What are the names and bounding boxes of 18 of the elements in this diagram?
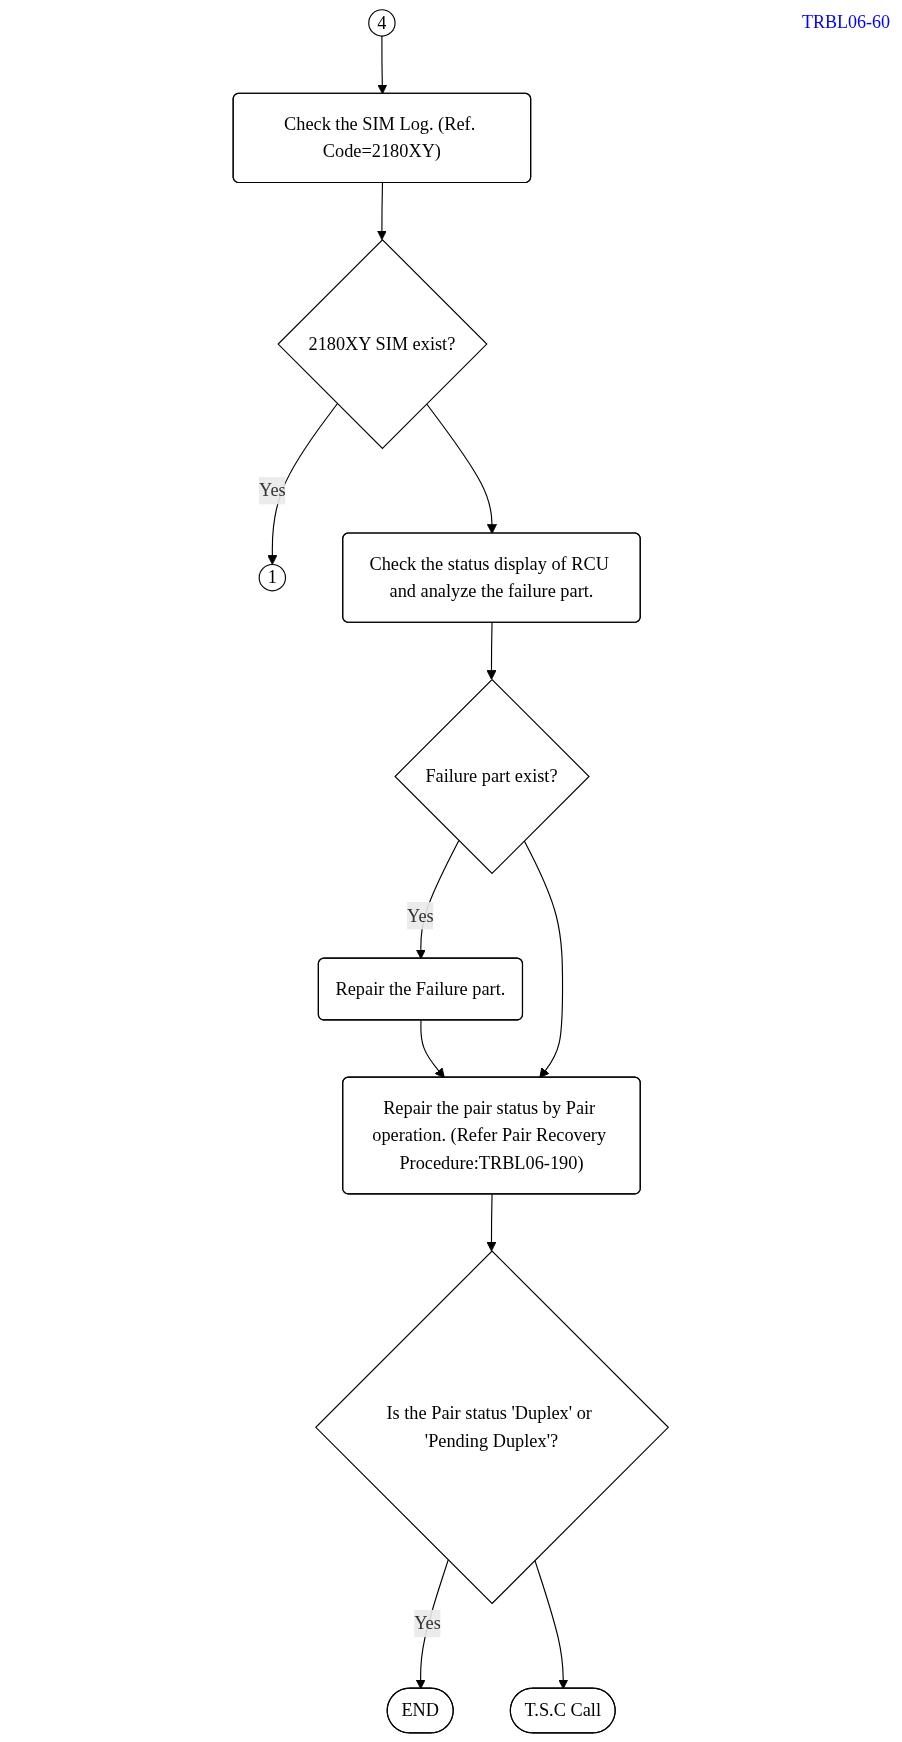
edge-label: Yes <box>407 905 435 925</box>
node-circle: 4 <box>368 9 396 37</box>
node-circle: 1 <box>258 563 287 592</box>
arrow <box>534 1559 569 1690</box>
node-diamond: Is the Pair status 'Duplex' or 'Pending Duplex'? <box>315 1250 670 1605</box>
arrow <box>523 840 564 1079</box>
arrow <box>426 403 498 535</box>
arrow <box>267 403 339 565</box>
reference-label: TRBL06-60 <box>802 12 890 33</box>
edge-label: Yes <box>414 1613 442 1633</box>
arrow <box>377 35 388 95</box>
arrow <box>486 1193 497 1252</box>
edge-label: Yes <box>259 480 286 500</box>
node-diamond: 2180XY SIM exist? <box>277 238 488 450</box>
arrow <box>486 622 497 680</box>
arrow <box>377 182 388 241</box>
arrow <box>420 1019 446 1079</box>
node-diamond: Failure part exist? <box>394 678 591 875</box>
